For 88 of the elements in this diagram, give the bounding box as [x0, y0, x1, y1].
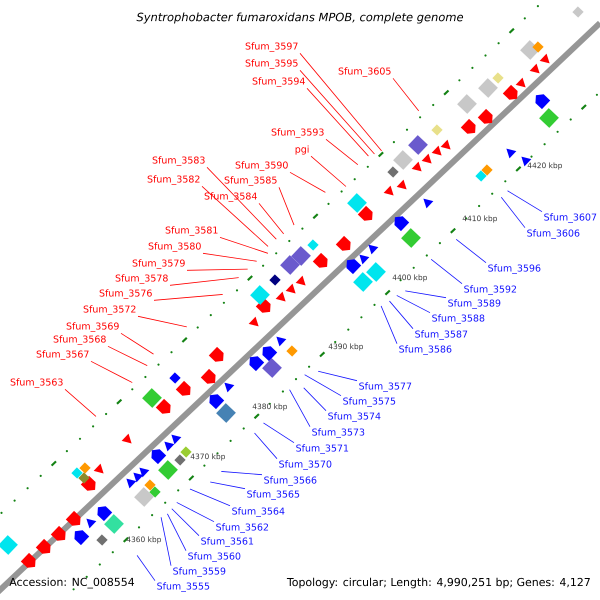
leader-line [186, 268, 248, 271]
leader-line [108, 346, 148, 366]
gene-label: Sfum_3593 [272, 128, 324, 138]
gene-label: Sfum_3581 [166, 226, 218, 236]
leader-line [507, 190, 542, 212]
leader-line [176, 502, 214, 522]
gene-label: Sfum_3567 [36, 350, 89, 360]
gene-label: Sfum_3561 [201, 537, 254, 547]
gene-label: Sfum_3566 [264, 476, 316, 486]
leader-line [392, 78, 420, 112]
gene-label: Sfum_3589 [448, 299, 500, 309]
gene-label: Sfum_3565 [247, 490, 300, 500]
gene-label: Sfum_3605 [338, 67, 391, 77]
leader-line [300, 52, 382, 152]
gene-label: Sfum_3576 [100, 289, 152, 299]
gene-label: Sfum_3570 [279, 460, 332, 470]
gene-label: Sfum_3587 [415, 330, 468, 340]
leader-line [326, 138, 358, 166]
leader-line [206, 166, 277, 240]
gene-label: Sfum_3577 [359, 382, 412, 392]
leader-line [289, 389, 310, 428]
leader-line [404, 290, 446, 298]
leader-line [64, 388, 96, 417]
gene-label: pgi [296, 145, 309, 155]
leader-line [303, 387, 326, 412]
gene-label: Sfum_3562 [216, 523, 268, 533]
leader-line [254, 432, 278, 460]
leader-line [120, 332, 154, 355]
gene-label: Sfum_3560 [188, 552, 240, 562]
leader-line [430, 258, 462, 284]
gene-label: Sfum_3606 [527, 229, 580, 239]
gene-label: Sfum_3582 [148, 175, 200, 185]
leader-line [138, 316, 188, 328]
gene-label: Sfum_3579 [132, 259, 185, 269]
leader-line [304, 374, 342, 396]
gene-label: Sfum_3564 [232, 507, 284, 517]
leader-line [170, 277, 240, 286]
leader-line [90, 360, 133, 383]
gene-label: Sfum_3575 [343, 397, 396, 407]
gene-label: Sfum_3569 [66, 322, 119, 332]
leader-line [290, 172, 326, 193]
leader-line [306, 88, 369, 156]
leader-line [171, 508, 200, 536]
leader-line [136, 554, 156, 582]
gene-label: Sfum_3592 [464, 285, 516, 295]
leader-line [190, 488, 230, 506]
gene-label: Sfum_3596 [488, 264, 540, 274]
gene-label: Sfum_3594 [252, 77, 305, 87]
leader-line [278, 186, 294, 226]
genome-info-text: Topology: circular; Length: 4,990,251 bp; Genes: 4,127 [286, 578, 590, 588]
leader-line [300, 70, 375, 154]
leader-line [263, 422, 294, 444]
gene-label: Sfum_3580 [148, 242, 201, 252]
leader-line [500, 196, 526, 228]
leader-line [396, 295, 430, 314]
leader-line [310, 156, 346, 187]
gene-label: Sfum_3573 [312, 428, 364, 438]
leader-line [380, 306, 398, 344]
gene-label: Sfum_3588 [432, 314, 484, 324]
leader-line [318, 370, 358, 382]
gene-label: Sfum_3574 [328, 412, 380, 422]
leader-line [389, 300, 414, 330]
accession-text: Accession: NC_008554 [9, 578, 134, 588]
gene-label: Sfum_3578 [116, 274, 168, 284]
leader-line [258, 202, 284, 234]
gene-label: Sfum_3595 [246, 59, 298, 69]
gene-label: Sfum_3607 [544, 213, 596, 223]
gene-label: Sfum_3571 [296, 444, 348, 454]
leader-line [167, 513, 186, 552]
gene-label: Sfum_3590 [236, 161, 288, 171]
title: Syntrophobacter fumaroxidans MPOB, complete genome [136, 12, 464, 24]
gene-label: Sfum_3559 [173, 567, 226, 577]
leader-line [202, 186, 268, 247]
leader-line [220, 471, 262, 476]
gene-label: Sfum_3563 [10, 378, 63, 388]
gene-label: Sfum_3585 [224, 176, 277, 186]
leader-line [210, 482, 246, 490]
gene-label: Sfum_3597 [246, 42, 298, 52]
leader-line [160, 516, 172, 566]
gene-label: Sfum_3572 [84, 305, 136, 315]
leader-line [154, 294, 224, 301]
gene-label: Sfum_3586 [399, 345, 452, 355]
gene-label: Sfum_3555 [157, 582, 210, 592]
gene-label: Sfum_3583 [152, 156, 205, 166]
leader-line [220, 236, 268, 254]
gene-label: Sfum_3568 [54, 335, 106, 345]
leader-line [456, 238, 486, 264]
leader-line [202, 252, 258, 262]
